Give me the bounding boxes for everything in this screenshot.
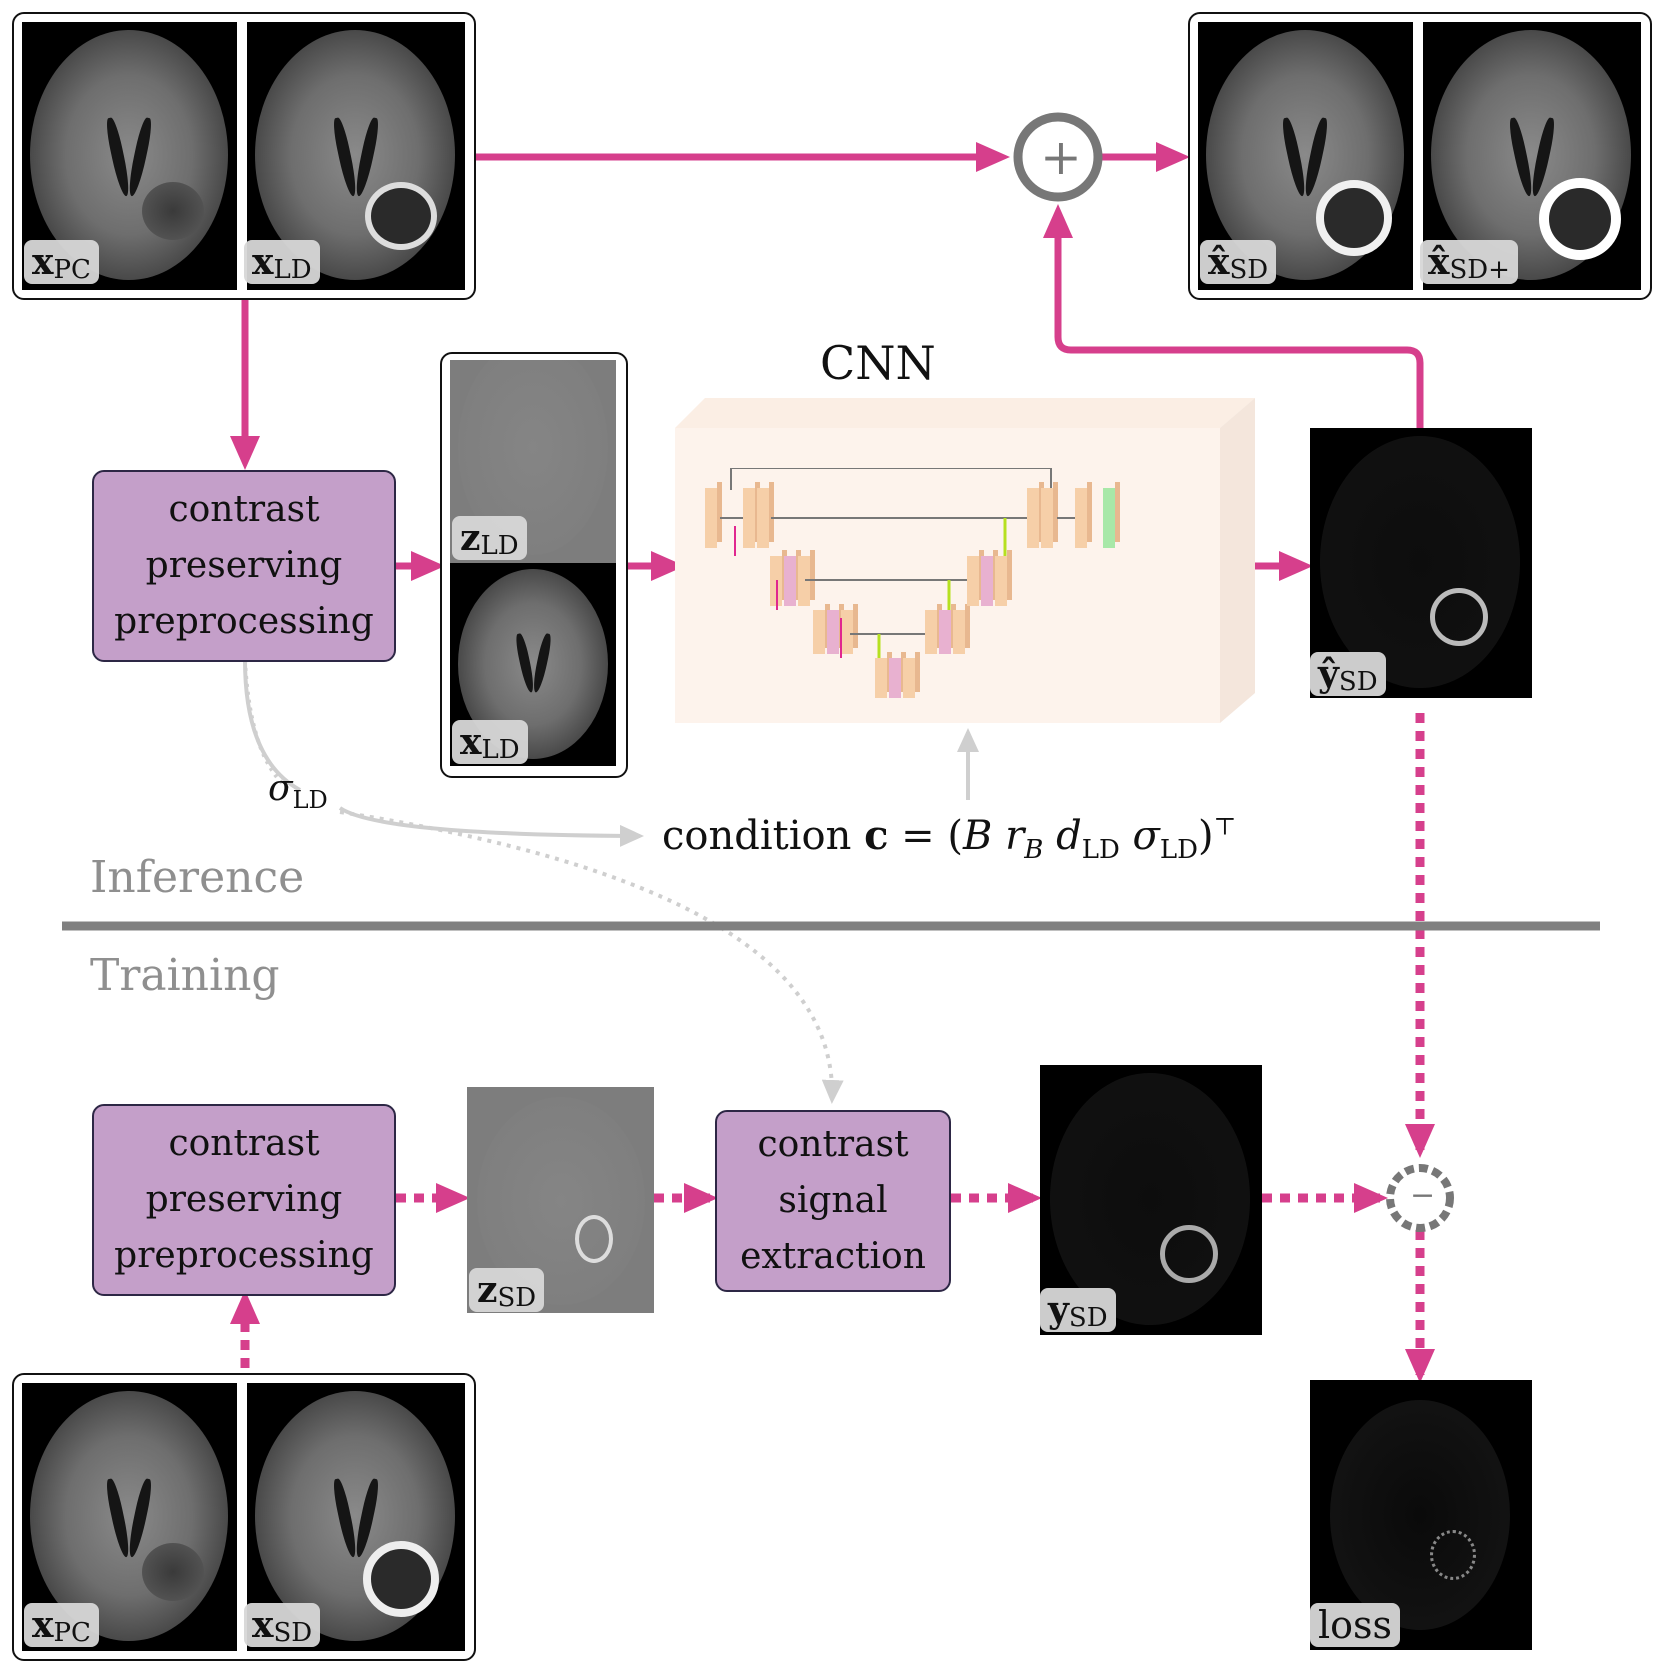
cnn-block-crb-side: [1053, 482, 1058, 542]
cnn-block-crb: [813, 610, 825, 654]
label-x-pc-bottom: xPC: [24, 1603, 99, 1648]
minus-operator: −: [1410, 1178, 1436, 1213]
label-z-sd: zSD: [469, 1268, 545, 1313]
map-loss: [1310, 1380, 1532, 1650]
plus-operator: +: [1040, 128, 1082, 186]
process-preprocessing-training: contrast preserving preprocessing: [92, 1104, 396, 1296]
label-xhat-sd: x̂SD: [1200, 240, 1277, 285]
cnn-block-crb: [798, 556, 810, 606]
cnn-block-crb-side: [853, 604, 858, 648]
condition-vector: condition c = (B rB dLD σLD)⊤: [662, 812, 1237, 865]
cnn-block-crb: [925, 610, 937, 654]
label-loss: loss: [1310, 1603, 1401, 1647]
map-yhat-sd: [1310, 428, 1532, 698]
process-line-2: preserving: [145, 545, 343, 586]
cnn-block-lab: [939, 610, 951, 654]
cnn-block-crb-side: [965, 604, 970, 648]
cnn-block-crb: [995, 556, 1007, 606]
cnn-block-lab: [784, 556, 796, 606]
label-xhat-sd-plus: x̂SD+: [1420, 240, 1518, 285]
process-line-3: preprocessing: [114, 601, 374, 642]
label-x-ld-mid: xLD: [452, 720, 528, 765]
process-line-1: contrast: [757, 1124, 909, 1165]
label-y-sd: ySD: [1040, 1288, 1116, 1333]
cnn-block-crb: [841, 610, 853, 654]
cnn-block-crb: [1075, 488, 1087, 548]
label-z-ld: zLD: [452, 516, 527, 561]
cnn-block-crb: [757, 488, 769, 548]
cnn-block-crb: [743, 488, 755, 548]
process-line-3: preprocessing: [114, 1235, 374, 1276]
minus-operator-circle: [1386, 1164, 1454, 1232]
process-line-3: extraction: [740, 1236, 926, 1277]
label-x-ld-top: xLD: [244, 240, 320, 285]
process-preprocessing-inference: contrast preserving preprocessing: [92, 470, 396, 662]
mri-xhat-sd: [1198, 22, 1413, 290]
section-label-training: Training: [90, 950, 280, 1001]
map-z-ld: [450, 360, 616, 563]
cnn-block-crb: [705, 488, 717, 548]
cnn-block-lab: [981, 556, 993, 606]
cnn-block-crb-side: [810, 550, 815, 600]
sigma-ld-label: σLD: [268, 768, 328, 815]
cnn-block-crb: [1041, 488, 1053, 548]
cnn-block-conv-side: [1115, 482, 1120, 542]
label-yhat-sd: ŷSD: [1310, 652, 1386, 697]
section-label-inference: Inference: [90, 852, 305, 903]
gray-flow-to-condition: [338, 806, 644, 847]
mri-x-pc-bottom: [22, 1383, 237, 1651]
cnn-block-conv: [1103, 488, 1115, 548]
cnn-block-crb: [1027, 488, 1039, 548]
cnn-block-lab: [827, 610, 839, 654]
cnn-block-crb-side: [769, 482, 774, 542]
cnn-block-crb: [953, 610, 965, 654]
plus-operator-circle: [1013, 112, 1103, 202]
cnn-block-crb: [903, 658, 915, 698]
process-signal-extraction: contrast signal extraction: [715, 1110, 951, 1292]
process-line-2: preserving: [145, 1179, 343, 1220]
cnn-block-crb-side: [915, 652, 920, 692]
cnn-block-crb-side: [717, 482, 722, 542]
process-line-2: signal: [778, 1180, 888, 1221]
map-y-sd: [1040, 1065, 1262, 1335]
cnn-block-crb-side: [1087, 482, 1092, 542]
process-line-1: contrast: [168, 489, 320, 530]
gray-flow-sigma: [243, 659, 301, 792]
cnn-network: [705, 468, 1120, 698]
cnn-block-lab: [889, 658, 901, 698]
gray-flow-sigma-dotted: [243, 659, 292, 792]
cnn-title: CNN: [820, 336, 936, 390]
mri-x-ld-top: [247, 22, 465, 290]
cnn-block-crb: [875, 658, 887, 698]
cnn-block-crb-side: [1007, 550, 1012, 600]
cnn-block-crb: [967, 556, 979, 606]
arrow-yhat-to-plus: [1043, 204, 1424, 428]
label-x-pc-top: xPC: [24, 240, 99, 285]
label-x-sd-bottom: xSD: [244, 1603, 321, 1648]
process-line-1: contrast: [168, 1123, 320, 1164]
